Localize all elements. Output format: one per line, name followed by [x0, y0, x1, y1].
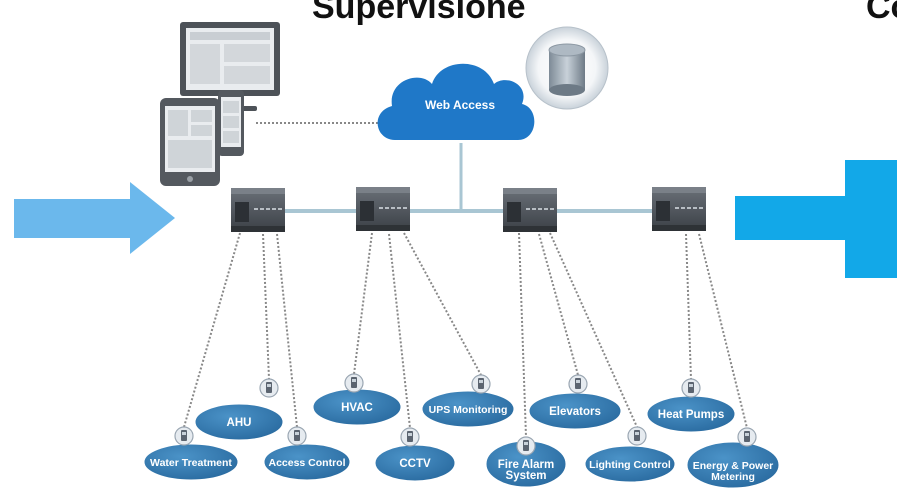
- subsystem-label: Access Control: [268, 457, 345, 469]
- subsystem-label: Elevators: [549, 406, 601, 418]
- web-access-label: Web Access: [425, 98, 495, 112]
- subsystem-cctv: CCTV: [374, 427, 456, 482]
- database-icon: [525, 26, 609, 110]
- subsystem-label: HVAC: [341, 402, 373, 414]
- subsystem-label: Fire Alarm: [498, 459, 554, 471]
- smartphone-icon: [218, 90, 244, 156]
- link-line: [388, 233, 411, 429]
- link-line: [685, 233, 692, 380]
- sensor-icon: [681, 378, 701, 398]
- sensor-icon: [737, 427, 757, 447]
- subsystem-label-line2: System: [506, 470, 547, 482]
- subsystem-label: UPS Monitoring: [429, 404, 508, 416]
- output-arrow-icon: [735, 160, 897, 278]
- subsystem-ups-monitoring: UPS Monitoring: [421, 374, 515, 428]
- subsystem-label-line2: Metering: [711, 471, 755, 483]
- controller-4-icon: [652, 187, 706, 231]
- web-access-cloud: Web Access: [377, 63, 535, 140]
- link-line: [549, 232, 638, 428]
- subsystem-label: Heat Pumps: [658, 409, 724, 421]
- link-line: [403, 232, 482, 376]
- subsystem-label: CCTV: [399, 458, 431, 470]
- sensor-icon: [287, 426, 307, 446]
- link-line: [276, 233, 298, 428]
- subsystem-lighting-control: Lighting Control: [584, 426, 676, 483]
- sensor-icon: [174, 426, 194, 446]
- subsystem-heat-pumps: Heat Pumps: [646, 378, 736, 433]
- subsystem-water-treatment: Water Treatment: [143, 426, 239, 481]
- subsystem-elevators: Elevators: [528, 374, 622, 430]
- sensor-icon: [400, 427, 420, 447]
- cut-title: Co: [866, 0, 897, 26]
- input-arrow-icon: [14, 182, 175, 254]
- sensor-icon: [568, 374, 588, 394]
- subsystem-access-control: Access Control: [263, 426, 351, 481]
- sensor-icon: [344, 373, 364, 393]
- sensor-icon: [627, 426, 647, 446]
- tablet-icon: [160, 98, 220, 186]
- subsystem-ahu: AHU: [194, 378, 284, 441]
- link-line: [183, 232, 241, 428]
- subsystem-hvac: HVAC: [312, 373, 402, 426]
- supervisione-title: Supervisione: [312, 0, 526, 26]
- link-line: [538, 233, 579, 376]
- controller-1-icon: [231, 188, 285, 232]
- controller-2-icon: [356, 187, 410, 231]
- sensor-icon: [516, 436, 536, 456]
- sensor-icon: [471, 374, 491, 394]
- controller-3-icon: [503, 188, 557, 232]
- subsystem-label: Energy & Power: [693, 460, 774, 472]
- desktop-monitor-icon: [180, 22, 280, 111]
- link-line: [698, 233, 748, 429]
- link-line: [262, 233, 270, 380]
- subsystem-label: AHU: [227, 417, 252, 429]
- link-line: [518, 232, 527, 438]
- subsystem-label: Water Treatment: [150, 457, 232, 469]
- subsystem-label: Lighting Control: [589, 459, 671, 471]
- sensor-icon: [259, 378, 279, 398]
- link-line: [353, 232, 373, 375]
